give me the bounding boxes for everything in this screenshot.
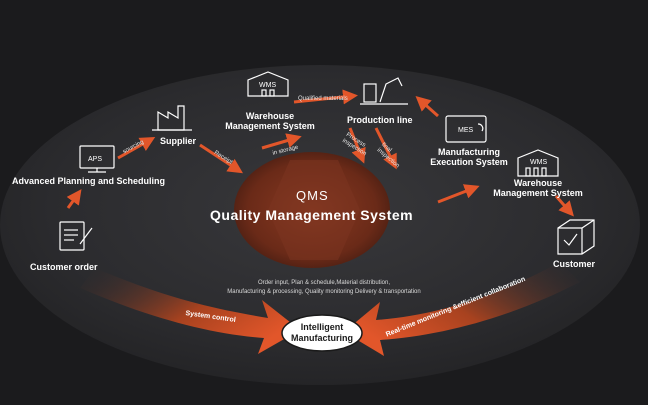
mes-to-production-arrow (415, 96, 439, 118)
hub-line2: Manufacturing (291, 333, 353, 343)
qms-hexagon (268, 160, 360, 260)
wms-left-label: Warehouse Management System (218, 111, 322, 131)
wms-left-line1: Warehouse (245, 111, 295, 121)
wms-to-customer-arrow (554, 195, 574, 217)
wms-right-tag: WMS (530, 159, 547, 166)
realtime-arrow (344, 262, 580, 356)
order-to-aps-arrow (66, 189, 82, 209)
wms-left-tag: WMS (259, 82, 276, 89)
aps-to-supplier-arrow (117, 137, 156, 160)
qms-description: Order input, Plan & schedule,Material di… (194, 279, 454, 297)
wms-right-line2: Management System (493, 188, 583, 198)
supplier-to-qms-arrow (199, 143, 244, 174)
hub-label: Intelligent Manufacturing (282, 322, 362, 344)
qualified-materials-label: Qualified materials (298, 96, 348, 102)
customer-order-label: Customer order (30, 262, 98, 272)
production-line-label: Production line (347, 115, 413, 125)
qms-name: Quality Management System (210, 207, 414, 223)
wms-to-production-arrow (293, 89, 358, 105)
wms-left-line2: Management System (225, 121, 315, 131)
wms-right-label: Warehouse Management System (486, 178, 590, 198)
final-inspection-arrow (374, 127, 397, 170)
qms-description-line2: Manufacturing & processing, Quality moni… (227, 289, 421, 295)
qms-abbr: QMS (296, 188, 329, 203)
wms-right-line1: Warehouse (513, 178, 563, 188)
cloud-icon (445, 115, 487, 143)
supplier-label: Supplier (160, 136, 197, 146)
aps-label: Advanced Planning and Scheduling (12, 176, 166, 186)
mes-tag: MES (458, 127, 474, 134)
robot-arm-icon (360, 77, 408, 105)
mes-line2: Execution System (430, 157, 508, 167)
customer-label: Customer (553, 259, 596, 269)
process-inspection-arrow (348, 127, 366, 164)
mes-label: Manufacturing Execution System (426, 147, 512, 167)
hub-line1: Intelligent (300, 322, 344, 332)
intelligent-manufacturing-hub (281, 314, 363, 352)
system-control-arrow (80, 268, 300, 354)
storage-to-wms-arrow (261, 133, 302, 150)
warehouse-icon-right (517, 149, 559, 177)
factory-icon (152, 105, 192, 131)
clipboard-icon (59, 221, 93, 251)
mes-line1: Manufacturing (438, 147, 500, 157)
monitor-icon (79, 145, 115, 173)
aps-tag: APS (88, 156, 102, 163)
qms-description-line1: Order input, Plan & schedule,Material di… (257, 280, 391, 286)
qms-to-wms-arrow (437, 184, 480, 204)
warehouse-icon-left (247, 71, 289, 97)
package-icon (557, 219, 595, 255)
